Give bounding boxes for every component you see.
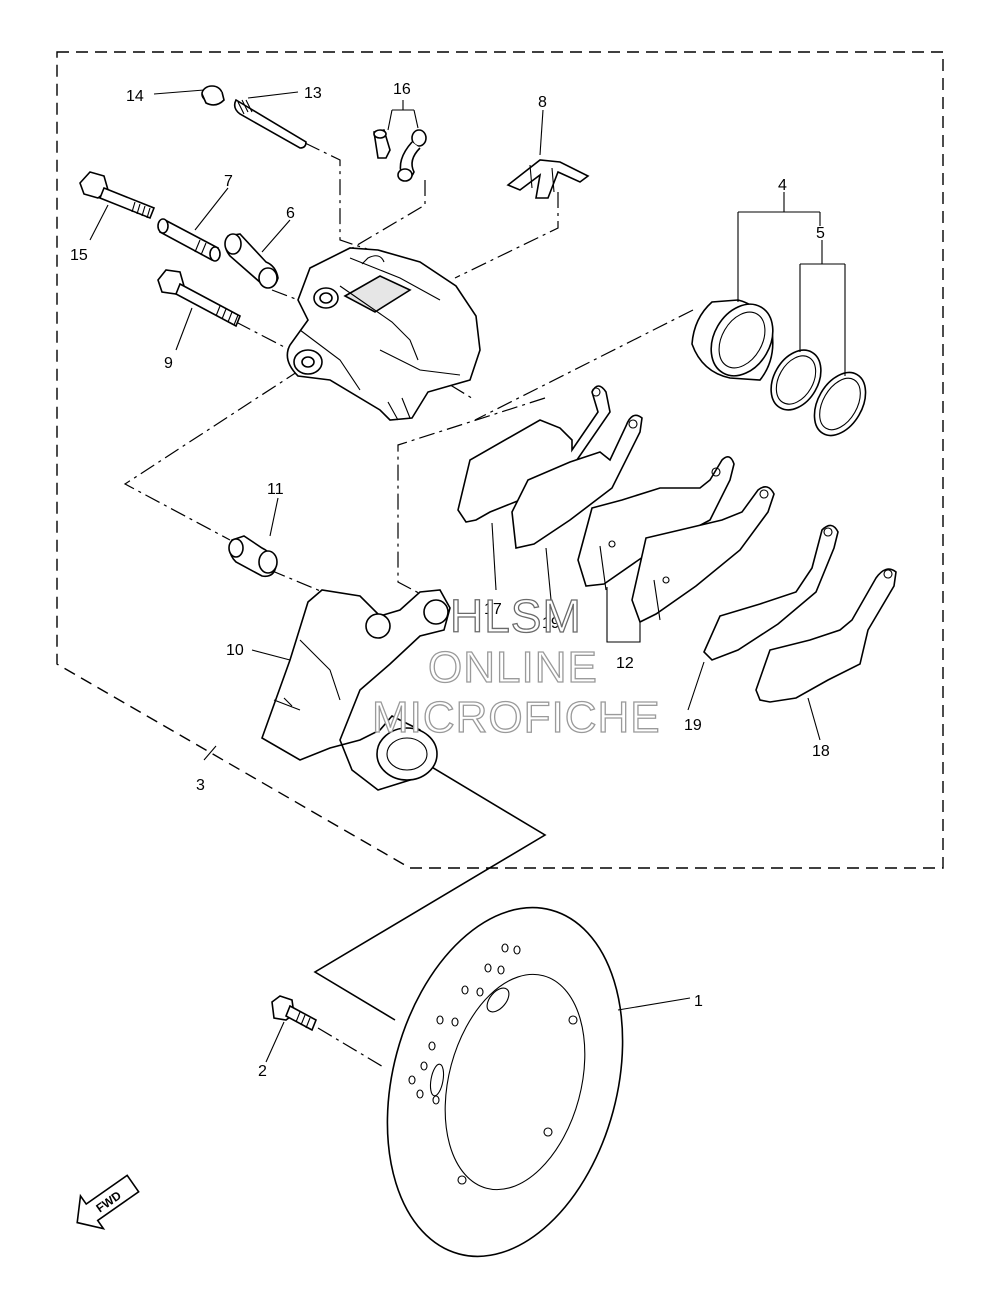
disc-holes	[408, 943, 578, 1185]
callout-13: 13	[304, 85, 322, 102]
callout-numbers: 14 13 16 8 7 6 15 4 5 9 11 10 3 17 19 12…	[70, 81, 830, 1080]
callout-7: 7	[224, 173, 233, 190]
callout-5: 5	[816, 225, 825, 242]
part-9-bolt	[157, 269, 242, 328]
part-13-pin	[233, 98, 307, 149]
callout-17: 17	[484, 601, 502, 618]
callout-16: 16	[393, 81, 411, 98]
part-11-boot	[228, 535, 278, 578]
callout-12: 12	[616, 655, 634, 672]
callout-leaders	[89, 89, 846, 1063]
callout-11: 11	[267, 481, 284, 498]
part-12-pad-set	[577, 456, 775, 624]
part-2-bolt	[271, 995, 318, 1032]
part-18-shim	[755, 568, 897, 703]
part-10-bracket	[261, 589, 451, 791]
part-15-bolt	[79, 171, 156, 220]
callout-2: 2	[258, 1063, 267, 1080]
part-19-pad-a	[511, 414, 643, 549]
callout-1: 1	[694, 993, 703, 1010]
part-6-boot	[224, 233, 279, 289]
part-1-brake-disc	[386, 906, 624, 1258]
callout-18: 18	[812, 743, 830, 760]
callout-4: 4	[778, 177, 787, 194]
callout-19-b: 19	[684, 717, 702, 734]
part-19-pad-b	[703, 524, 839, 661]
callout-6: 6	[286, 205, 295, 222]
part-16-bleed-screw	[373, 129, 427, 182]
part-5-seals	[770, 349, 867, 437]
part-4-piston	[691, 299, 774, 381]
callout-14: 14	[126, 88, 144, 105]
part-14-cap	[201, 85, 225, 106]
part-7-sleeve	[157, 218, 221, 262]
fwd-arrow-icon: FWD	[76, 1174, 140, 1230]
callout-10: 10	[226, 642, 244, 659]
callout-15: 15	[70, 247, 88, 264]
watermark-line-1: HLSM	[450, 590, 582, 642]
caliper-body	[286, 247, 481, 421]
watermark-line-3: MICROFICHE	[372, 693, 661, 742]
watermark-line-2: ONLINE	[428, 643, 598, 692]
callout-9: 9	[164, 355, 173, 372]
watermark: HLSM ONLINE MICROFICHE	[371, 589, 661, 742]
callout-8: 8	[538, 94, 547, 111]
part-8-clip	[506, 159, 590, 199]
callout-19-a: 19	[542, 615, 560, 632]
assembly-boundary	[56, 51, 944, 869]
callout-3: 3	[196, 777, 205, 794]
